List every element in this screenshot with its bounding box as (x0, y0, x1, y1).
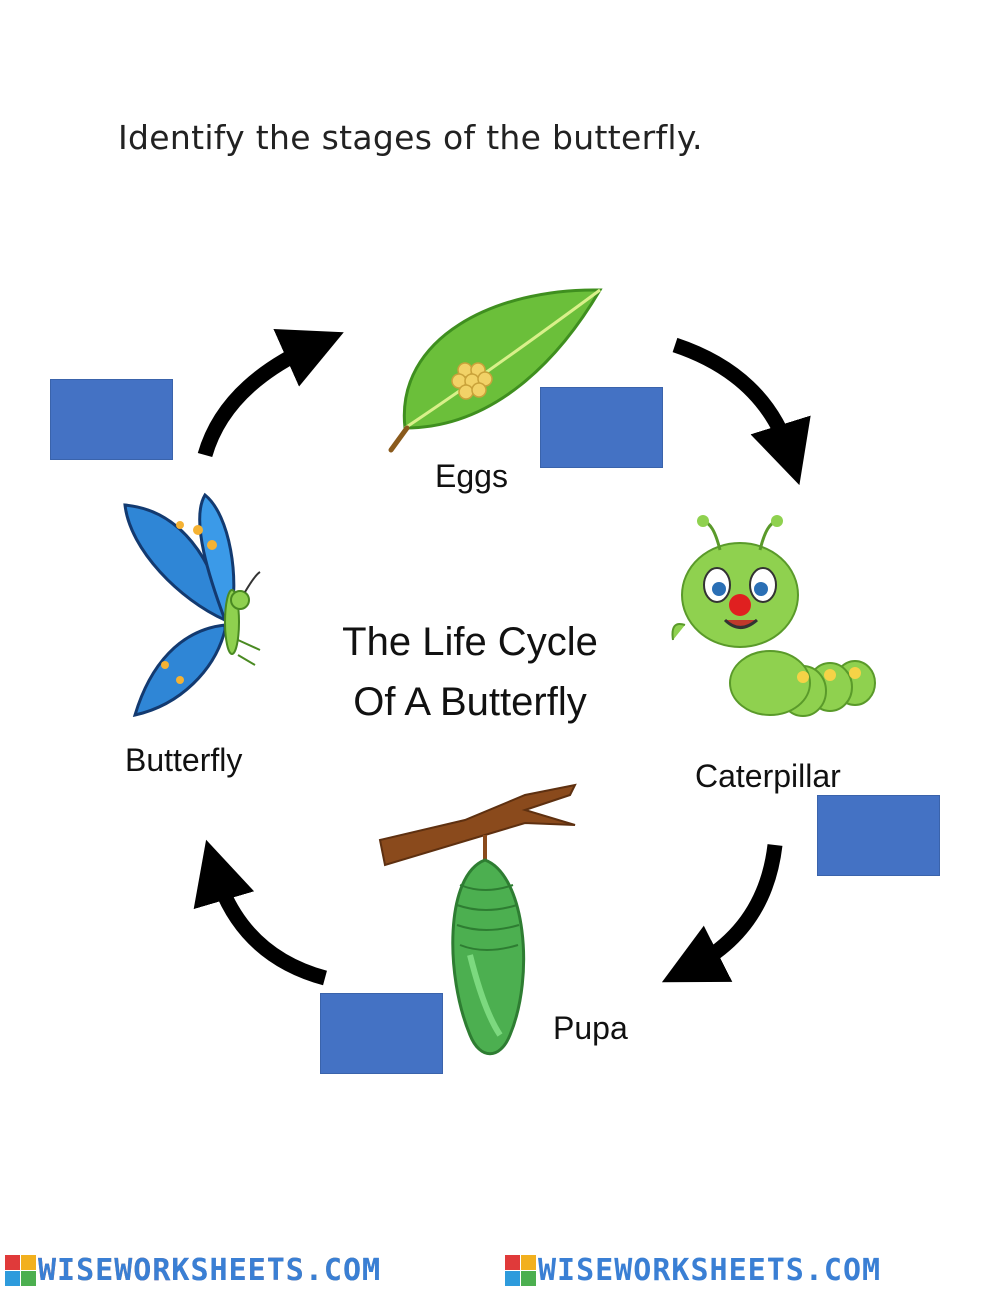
arrow-butterfly-to-eggs (197, 329, 344, 458)
stage-label-eggs: Eggs (435, 458, 508, 494)
caterpillar-illustration (671, 515, 876, 717)
answer-box-caterpillar[interactable] (817, 795, 940, 876)
footer-logo-1: WISEWORKSHEETS.COM (4, 1253, 381, 1288)
footer-logo-text-1: WISEWORKSHEETS.COM (38, 1253, 382, 1288)
arrow-pupa-to-butterfly (193, 839, 328, 986)
footer-logo-text-2: WISEWORKSHEETS.COM (538, 1253, 882, 1288)
stage-label-pupa: Pupa (553, 1010, 628, 1046)
diagram-title-line-2: Of A Butterfly (353, 680, 587, 724)
pupa-illustration (378, 783, 577, 1056)
answer-box-butterfly-to-eggs[interactable] (50, 379, 173, 460)
butterfly-illustration (123, 492, 261, 718)
stage-label-caterpillar: Caterpillar (695, 758, 841, 794)
wiseworksheets-logo-icon (505, 1254, 536, 1286)
leaf-eggs-illustration (388, 288, 603, 453)
diagram-title: The Life Cycle Of A Butterfly (300, 612, 640, 732)
arrow-caterpillar-to-pupa (661, 844, 783, 983)
answer-box-eggs[interactable] (540, 387, 663, 468)
diagram-title-line-1: The Life Cycle (342, 620, 598, 664)
footer-watermark: WISEWORKSHEETS.COM WISEWORKSHEETS.COM (0, 1253, 1000, 1291)
footer-logo-2: WISEWORKSHEETS.COM (504, 1253, 881, 1288)
wiseworksheets-logo-icon (5, 1254, 36, 1286)
instruction-text: Identify the stages of the butterfly. (118, 118, 703, 157)
stage-label-butterfly: Butterfly (125, 742, 243, 778)
arrow-eggs-to-caterpillar (672, 337, 811, 486)
answer-box-pupa[interactable] (320, 993, 443, 1074)
